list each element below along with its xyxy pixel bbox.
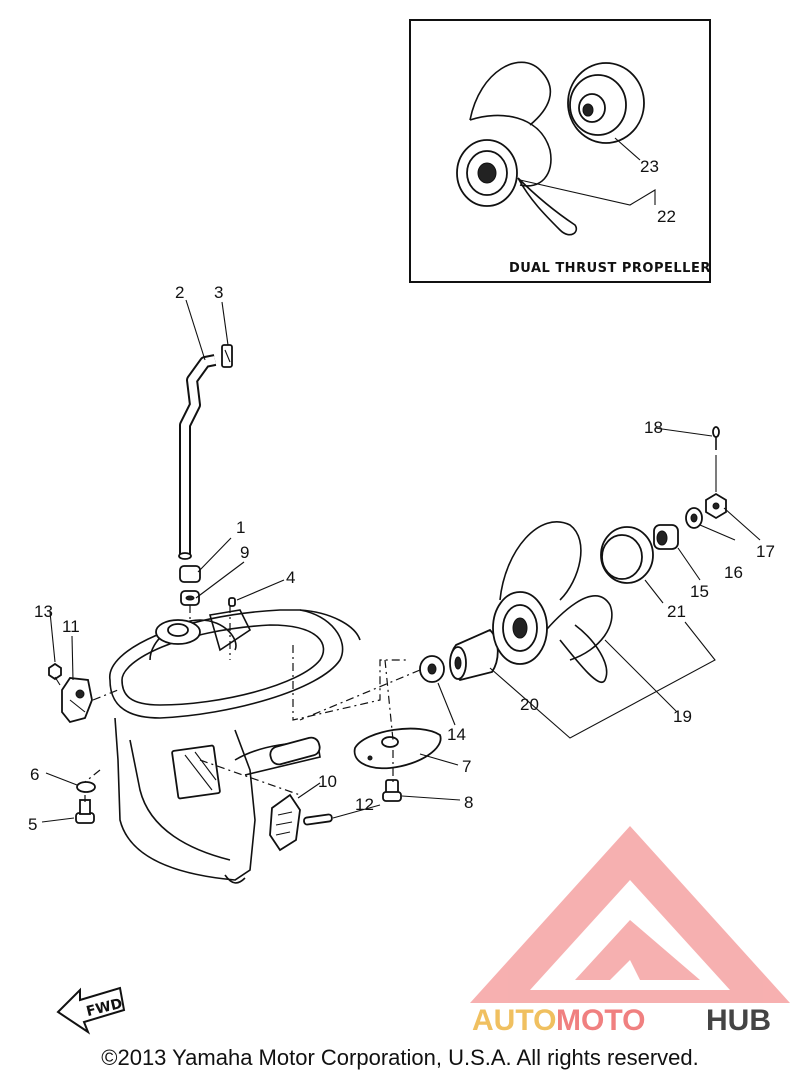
anode-plate <box>61 677 93 724</box>
label-3: 3 <box>214 283 223 302</box>
label-19: 19 <box>673 707 692 726</box>
spacer-15 <box>653 524 679 550</box>
thrust-washer-14 <box>419 655 445 683</box>
label-21: 21 <box>667 602 686 621</box>
washer-16 <box>685 507 703 529</box>
part-number-labels: 2 3 1 9 4 13 11 6 5 10 12 8 7 14 20 19 2… <box>28 283 775 834</box>
bolt-8 <box>382 779 402 802</box>
label-15: 15 <box>690 582 709 601</box>
leader-lines <box>41 299 761 823</box>
label-12: 12 <box>355 795 374 814</box>
fwd-arrow: FWD <box>56 986 126 1035</box>
nut-17 <box>705 492 727 520</box>
label-1: 1 <box>236 518 245 537</box>
inset-propeller-drawing <box>456 61 578 236</box>
label-23: 23 <box>640 157 659 176</box>
washer-6 <box>76 781 96 793</box>
pin <box>228 597 236 607</box>
copyright-notice: ©2013 Yamaha Motor Corporation, U.S.A. A… <box>101 1045 699 1070</box>
label-8: 8 <box>464 793 473 812</box>
label-16: 16 <box>724 563 743 582</box>
dual-thrust-propeller-inset: 23 22 DUAL THRUST PROPELLER <box>409 19 711 283</box>
watermark-logo <box>470 826 790 1003</box>
label-5: 5 <box>28 815 37 834</box>
label-7: 7 <box>462 757 471 776</box>
label-13: 13 <box>34 602 53 621</box>
svg-text:HUB: HUB <box>706 1004 771 1037</box>
clip <box>221 344 233 368</box>
trim-tab-10 <box>269 793 301 852</box>
spacer-21 <box>600 526 654 584</box>
label-18: 18 <box>644 418 663 437</box>
inset-thrust-hub-drawing <box>567 62 645 144</box>
label-9: 9 <box>240 543 249 562</box>
screw-12 <box>303 813 333 826</box>
nut-13 <box>48 662 62 681</box>
label-11: 11 <box>62 617 80 636</box>
svg-text:MOTO: MOTO <box>556 1004 645 1037</box>
label-20: 20 <box>520 695 539 714</box>
inset-title: DUAL THRUST PROPELLER <box>509 261 711 276</box>
svg-text:AUTO: AUTO <box>472 1004 556 1037</box>
anti-cavitation-plate-7 <box>353 727 442 770</box>
label-22: 22 <box>657 207 676 226</box>
label-2: 2 <box>175 283 184 302</box>
thrust-hub-20 <box>449 628 499 681</box>
bolt-5 <box>75 799 95 824</box>
propeller-19 <box>492 521 613 683</box>
grommet <box>179 565 201 606</box>
cotter-pin-18 <box>712 426 720 450</box>
label-14: 14 <box>447 725 466 744</box>
alignment-lines <box>84 605 421 802</box>
lower-unit-housing <box>109 609 361 884</box>
label-4: 4 <box>286 568 295 587</box>
label-10: 10 <box>318 772 337 791</box>
label-6: 6 <box>30 765 39 784</box>
water-tube <box>178 354 217 560</box>
watermark-text: AUTO MOTO HUB <box>472 1004 771 1037</box>
label-17: 17 <box>756 542 775 561</box>
